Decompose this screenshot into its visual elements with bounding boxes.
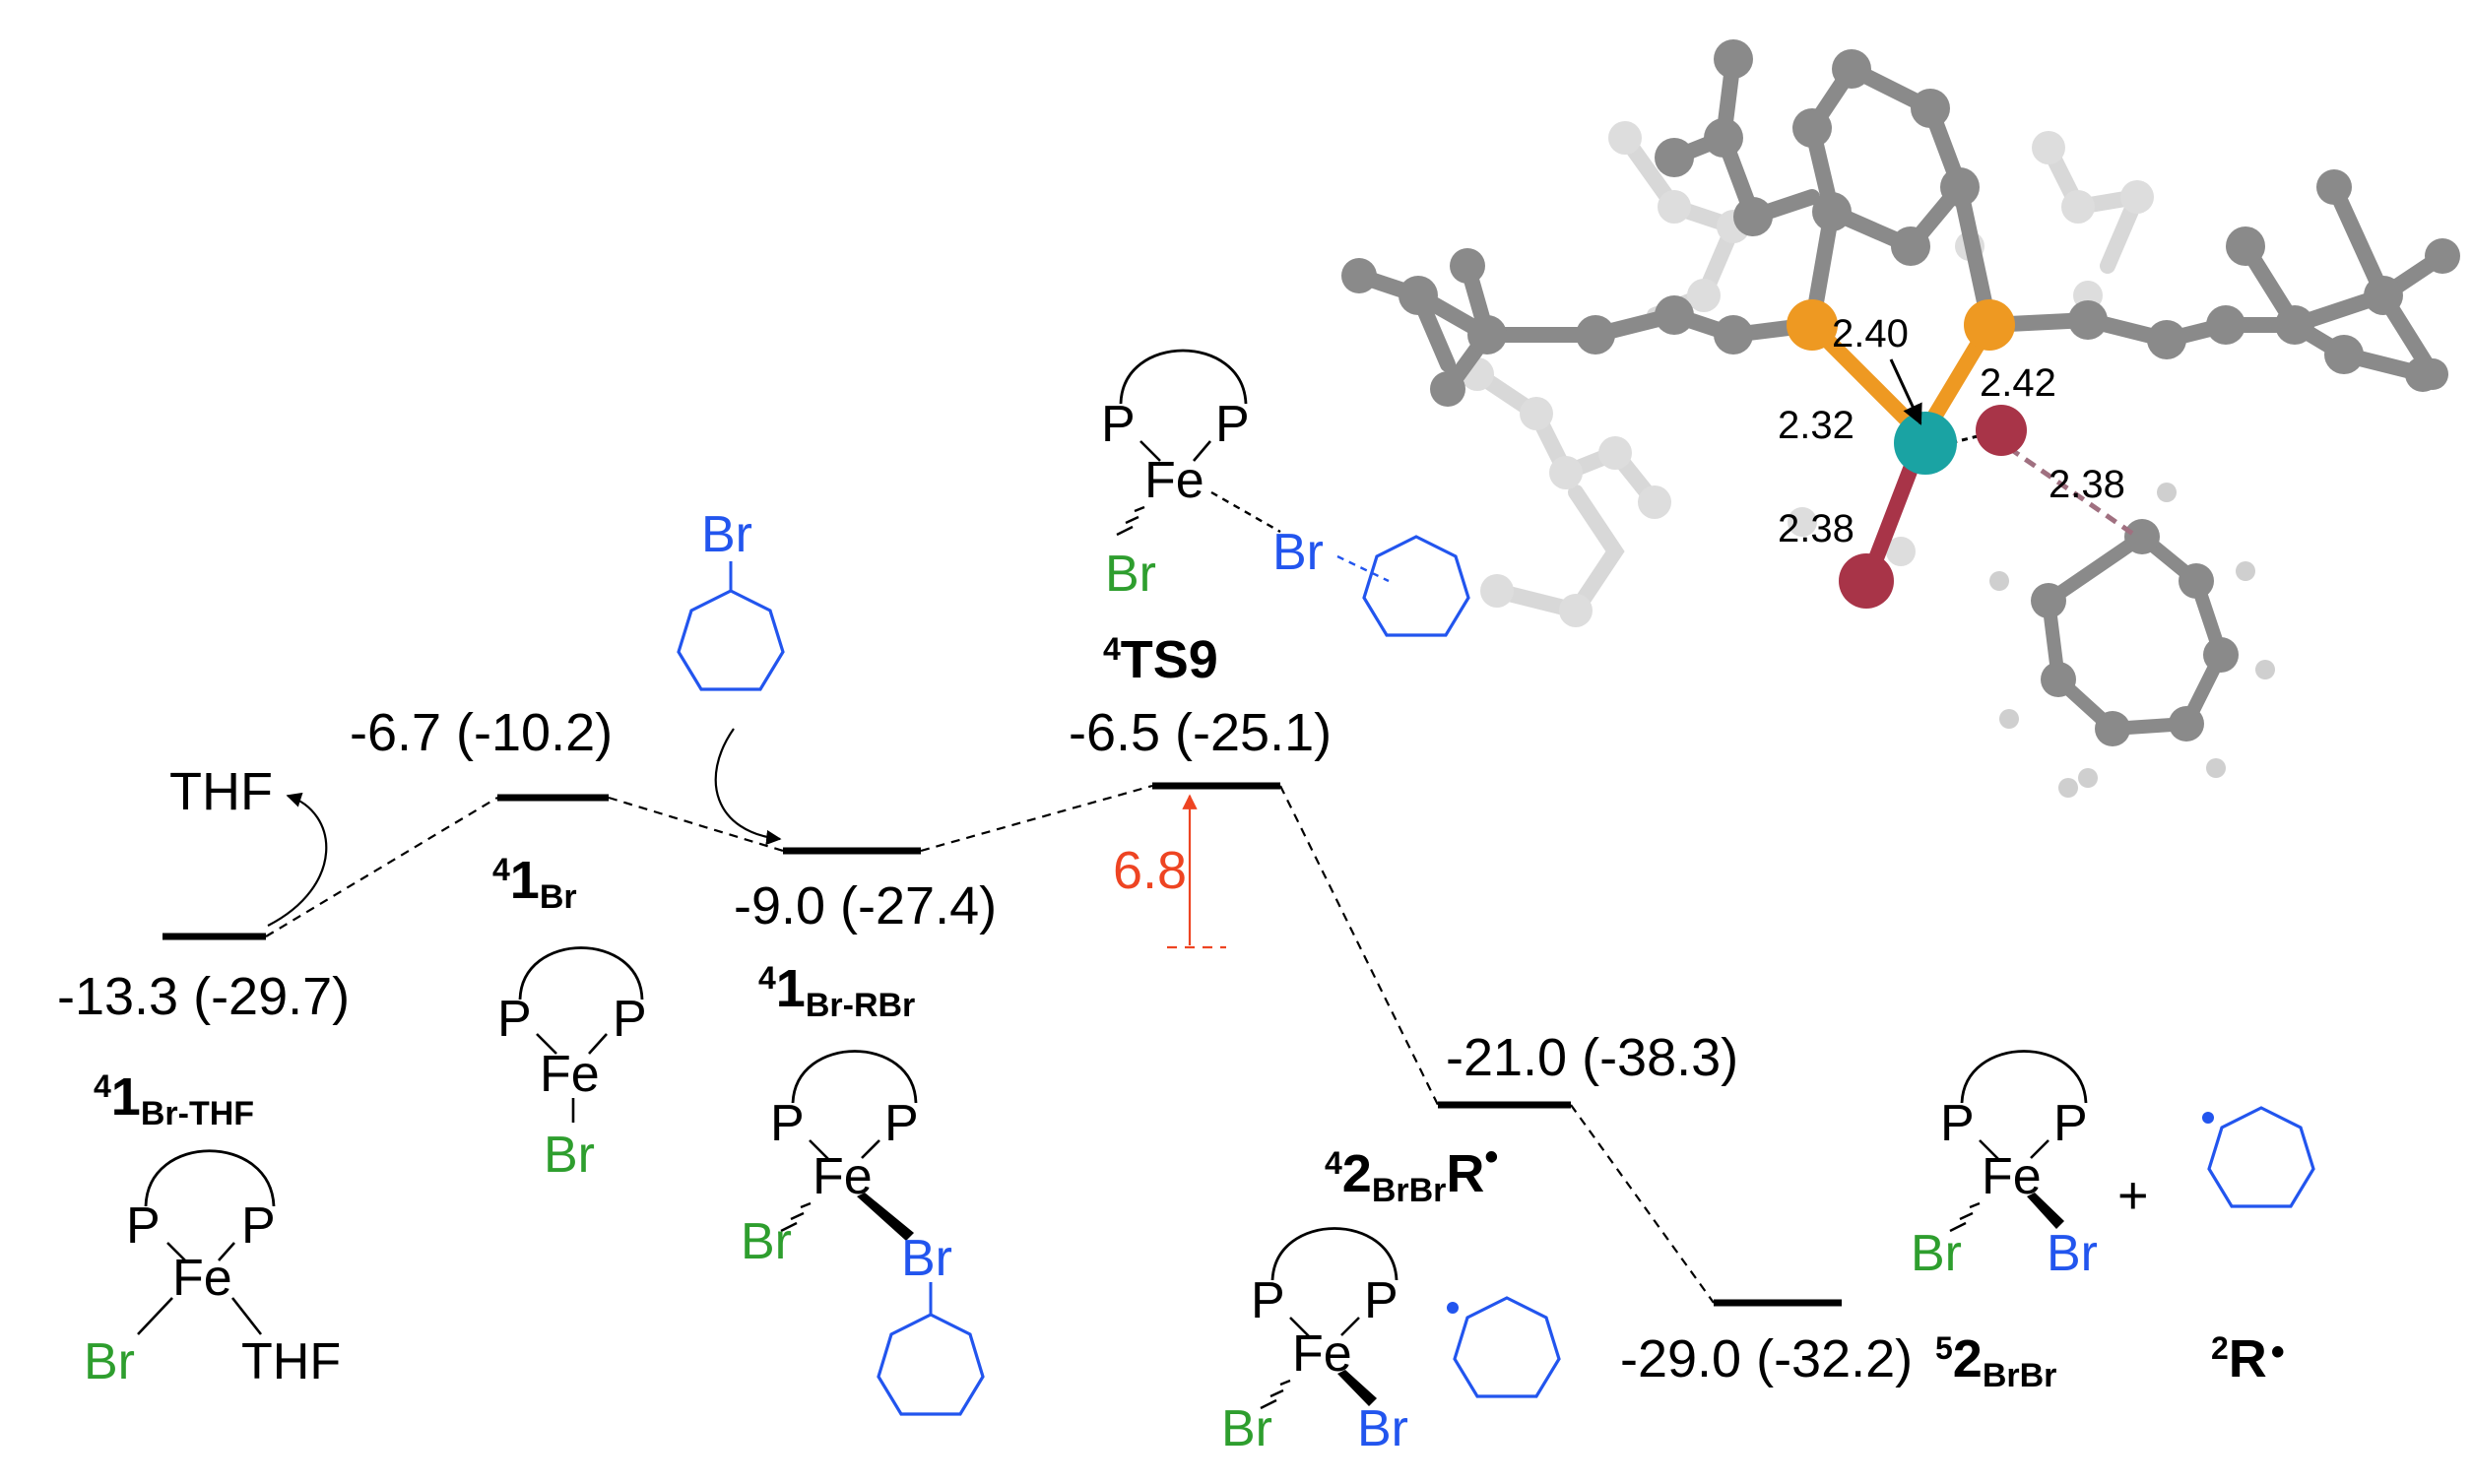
energy-2-brbr: -29.0 (-32.2) xyxy=(1620,1329,1913,1388)
svg-text:P: P xyxy=(1101,396,1136,453)
svg-text:P: P xyxy=(1215,396,1250,453)
bromine-atom xyxy=(1839,553,1894,609)
connector xyxy=(265,797,498,937)
svg-text:P: P xyxy=(1364,1272,1399,1329)
bromine-atom xyxy=(1976,405,2027,456)
svg-text:P: P xyxy=(126,1197,161,1255)
svg-text:Br: Br xyxy=(1357,1400,1408,1457)
structure-cycloheptyl-bromide: Br xyxy=(677,506,785,691)
connector xyxy=(920,784,1153,853)
label-r-radical: 2R• xyxy=(2211,1329,2285,1388)
connector xyxy=(1570,1104,1715,1304)
energy-1-br: -6.7 (-10.2) xyxy=(350,703,613,762)
rbr-incoming-arrow xyxy=(714,728,782,846)
svg-text:Br: Br xyxy=(901,1230,952,1287)
svg-text:Br: Br xyxy=(741,1213,792,1270)
structure-1-br-thf: P P Fe Br THF xyxy=(84,1149,341,1390)
distance-label: 2.38 xyxy=(2049,463,2125,506)
label-1-br: 41Br xyxy=(492,851,577,916)
thf-leaving-label: THF xyxy=(169,762,273,821)
energy-1-br-rbr: -9.0 (-27.4) xyxy=(734,876,997,936)
structure-r-radical xyxy=(2202,1106,2315,1208)
energy-1-br-thf: -13.3 (-29.7) xyxy=(57,967,350,1026)
ts9-3d-model: 2.40 2.42 2.32 2.38 2.38 xyxy=(1341,39,2460,798)
structure-2-brbr-r: P P Fe Br Br xyxy=(1221,1227,1561,1457)
distance-label: 2.42 xyxy=(1980,361,2056,405)
structure-1-br: P P Fe Br xyxy=(497,946,647,1184)
svg-text:Br: Br xyxy=(1221,1400,1272,1457)
connector xyxy=(1279,785,1439,1106)
svg-text:Br: Br xyxy=(1105,546,1156,603)
energy-2-brbr-r: -21.0 (-38.3) xyxy=(1446,1028,1738,1087)
barrier-indicator: 6.8 xyxy=(1113,794,1226,949)
label-1-br-thf: 41Br-THF xyxy=(94,1067,254,1132)
svg-text:Br: Br xyxy=(544,1127,595,1184)
svg-text:P: P xyxy=(1251,1272,1285,1329)
label-2-brbr: 52BrBr xyxy=(1935,1329,2056,1394)
structure-1-br-rbr: P P Fe Br Br xyxy=(741,1050,985,1416)
svg-text:Br: Br xyxy=(1272,524,1324,581)
svg-text:P: P xyxy=(2053,1095,2088,1152)
svg-text:Fe: Fe xyxy=(1144,452,1204,509)
reaction-path-connectors xyxy=(265,784,1715,1304)
phosphorus-atom xyxy=(1964,299,2015,351)
thf-leaving-arrow xyxy=(267,792,328,927)
svg-text:Br: Br xyxy=(2047,1225,2098,1282)
structure-ts9: P P Fe Br Br xyxy=(1101,349,1470,637)
svg-text:Fe: Fe xyxy=(540,1046,600,1103)
distance-label: 2.38 xyxy=(1778,507,1854,550)
svg-text:P: P xyxy=(241,1197,276,1255)
barrier-value: 6.8 xyxy=(1113,841,1187,900)
svg-text:P: P xyxy=(497,991,532,1048)
label-1-br-rbr: 41Br-RBr xyxy=(758,959,915,1024)
iron-atom xyxy=(1894,412,1957,475)
svg-text:THF: THF xyxy=(241,1333,341,1390)
phosphorus-atom xyxy=(1787,299,1838,351)
energy-ts9: -6.5 (-25.1) xyxy=(1069,703,1332,762)
structure-2-brbr: P P Fe Br Br xyxy=(1911,1050,2098,1282)
label-2-brbr-r: 42BrBrR• xyxy=(1325,1135,1498,1209)
label-ts9: 4TS9 xyxy=(1103,630,1218,689)
energy-levels xyxy=(163,782,1842,1307)
svg-text:P: P xyxy=(613,991,647,1048)
svg-text:P: P xyxy=(884,1095,919,1152)
distance-label: 2.32 xyxy=(1778,404,1854,447)
svg-text:P: P xyxy=(1940,1095,1975,1152)
svg-text:P: P xyxy=(770,1095,805,1152)
connector xyxy=(608,796,784,853)
plus-sign: + xyxy=(2117,1166,2149,1225)
svg-text:Br: Br xyxy=(701,506,752,563)
svg-text:Br: Br xyxy=(1911,1225,1962,1282)
svg-text:Br: Br xyxy=(84,1333,135,1390)
distance-label: 2.40 xyxy=(1832,312,1909,355)
